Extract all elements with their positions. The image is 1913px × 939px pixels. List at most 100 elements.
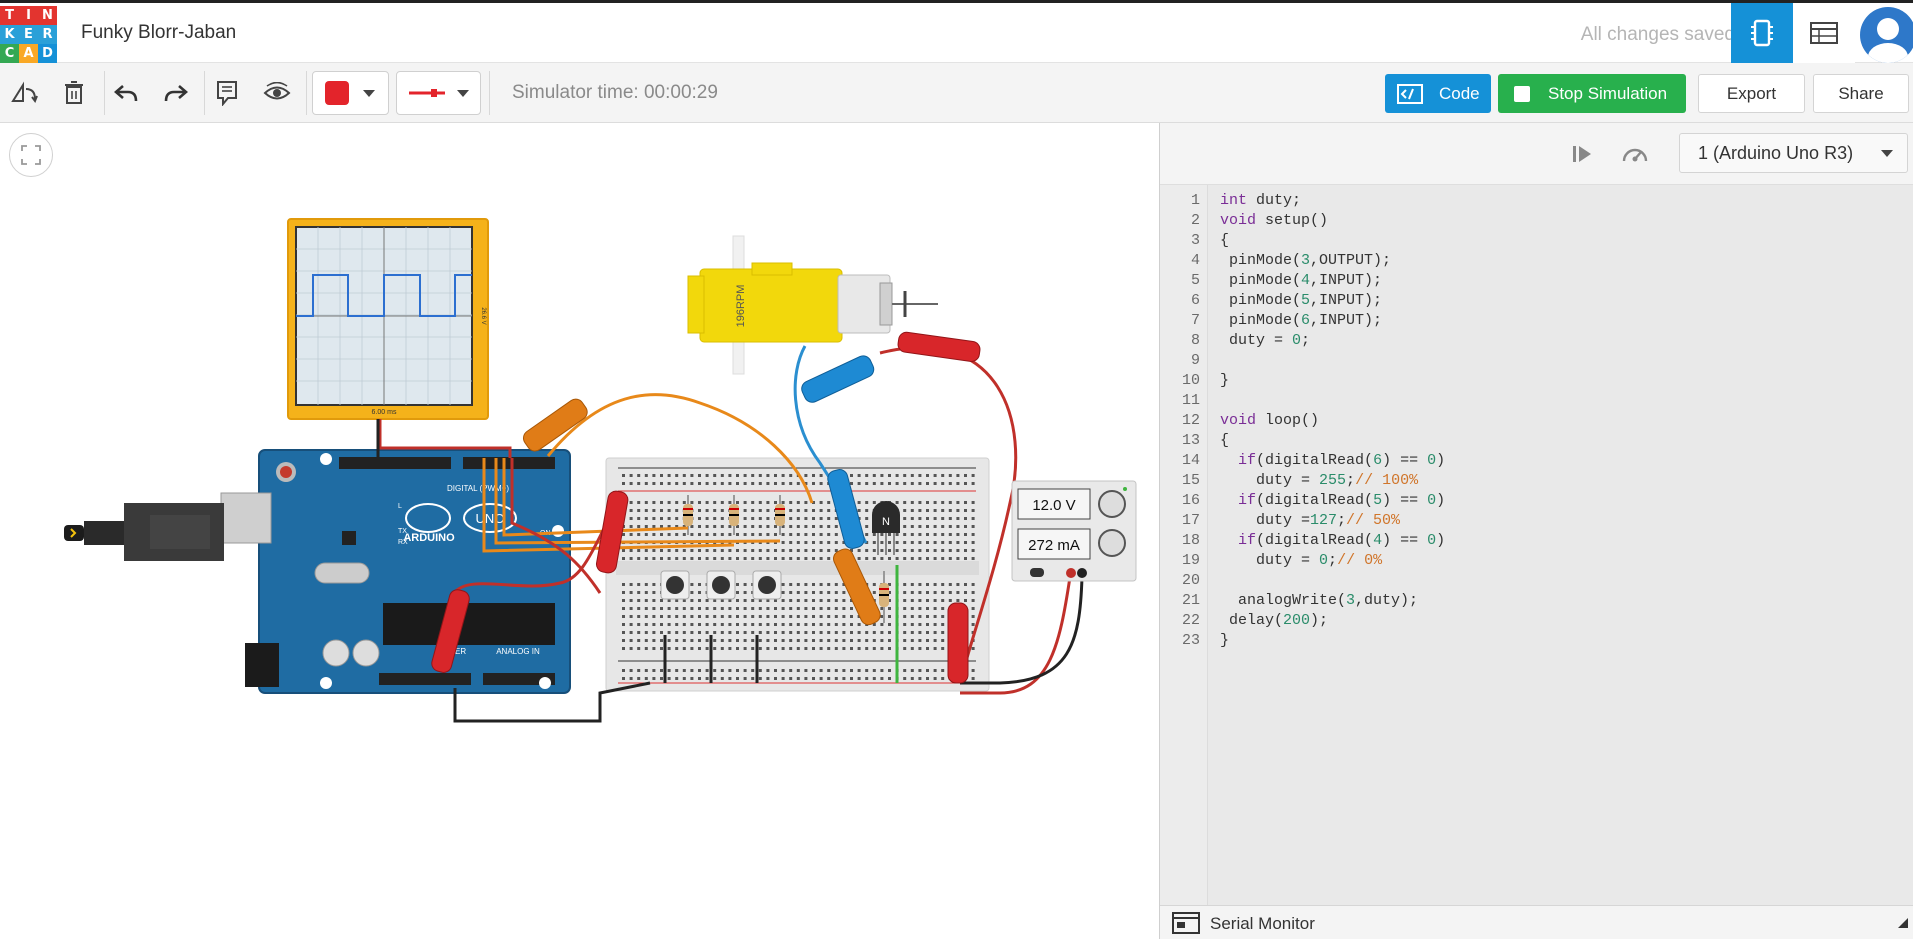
eye-icon [263,82,291,100]
code-line[interactable]: { [1220,432,1230,449]
code-line[interactable]: void loop() [1220,412,1320,429]
redo-button[interactable] [158,75,194,111]
line-number: 8 [1190,332,1200,349]
line-number: 1 [1190,192,1200,209]
code-line[interactable]: pinMode(4,INPUT); [1220,272,1383,289]
undo-button[interactable] [108,75,144,111]
line-number: 2 [1190,212,1200,229]
resize-grip-icon[interactable] [1896,916,1910,930]
npn-transistor[interactable] [872,501,900,555]
code-editor[interactable]: int duty; void setup() { pinMode(3,OUTPUT)… [1208,185,1913,905]
line-number: 17 [1181,512,1200,529]
chevron-down-icon [457,89,469,97]
visibility-button[interactable] [259,75,295,111]
code-button[interactable]: Code [1385,74,1491,113]
alligator-clip[interactable] [595,490,629,574]
push-button[interactable] [660,570,690,600]
code-line[interactable]: duty = 0;// 0% [1220,552,1383,569]
arduino-uno[interactable] [220,449,571,694]
alligator-clip[interactable] [520,396,590,454]
component-list-button[interactable] [1793,3,1855,63]
code-line[interactable]: pinMode(6,INPUT); [1220,312,1383,329]
code-line[interactable]: duty = 0; [1220,332,1311,349]
logo-letter: E [19,25,38,44]
logo-letter: K [0,25,19,44]
notes-icon [217,81,237,106]
save-status: All changes saved [1580,24,1735,45]
code-line[interactable]: void setup() [1220,212,1329,229]
oscilloscope[interactable] [287,218,489,420]
push-button[interactable] [752,570,782,600]
line-number: 10 [1181,372,1200,389]
usb-cable[interactable] [64,503,224,561]
oscilloscope-time-label: 6.00 ms [372,409,397,416]
code-line[interactable]: { [1220,232,1230,249]
code-line[interactable]: pinMode(3,OUTPUT); [1220,252,1392,269]
power-supply-voltage: 12.0 V [1032,497,1075,514]
code-line[interactable]: duty =127;// 50% [1220,512,1401,529]
code-panel-header: 1 (Arduino Uno R3) [1160,123,1913,185]
stop-simulation-button[interactable]: Stop Simulation [1498,74,1686,113]
line-number: 15 [1181,472,1200,489]
project-title[interactable]: Funky Blorr-Jaban [81,22,237,43]
line-number: 12 [1181,412,1200,429]
reload-button[interactable] [1618,137,1652,171]
code-line[interactable]: pinMode(5,INPUT); [1220,292,1383,309]
power-supply[interactable] [1011,480,1137,582]
oscilloscope-voltage-label: 26.6 V [480,307,486,324]
alligator-clip[interactable] [430,588,471,674]
simulator-time: Simulator time: 00:00:29 [512,82,718,103]
arduino-tx-label: TX [398,528,407,535]
chevron-down-icon [363,89,375,97]
line-number: 20 [1181,572,1200,589]
table-icon [1810,22,1838,44]
code-line[interactable]: int duty; [1220,192,1302,209]
line-number: 6 [1190,292,1200,309]
alligator-clip[interactable] [831,546,883,627]
speedometer-icon [1622,148,1648,162]
push-button[interactable] [706,570,736,600]
circuit-board-icon [1751,19,1773,47]
notes-button[interactable] [209,75,245,111]
line-number: 14 [1181,452,1200,469]
resistor[interactable] [879,571,889,623]
code-line[interactable]: if(digitalRead(4) == 0) [1238,532,1446,549]
transistor-label: N [882,516,890,528]
dc-motor[interactable] [687,235,938,375]
code-line[interactable]: duty = 255;// 100% [1220,472,1419,489]
serial-monitor-bar[interactable]: Serial Monitor [1160,905,1913,939]
arduino-model: UNO [476,511,505,526]
circuit-canvas[interactable]: 6.00 ms 26.6 V 196RPM [0,123,1159,939]
code-line[interactable]: } [1220,372,1230,389]
code-line[interactable]: analogWrite(3,duty); [1220,592,1419,609]
code-line[interactable]: delay(200); [1220,612,1329,629]
circuit-view-button[interactable] [1731,3,1793,63]
rotate-button[interactable] [6,75,42,111]
export-button[interactable]: Export [1698,74,1805,113]
logo-letter: R [38,25,57,44]
board-select[interactable]: 1 (Arduino Uno R3) [1679,133,1908,173]
zoom-to-fit-button[interactable] [9,133,53,177]
fit-view-icon [21,145,41,165]
delete-button[interactable] [56,75,92,111]
step-debug-button[interactable] [1565,137,1599,171]
wire-color-picker[interactable] [312,71,389,115]
code-line[interactable]: if(digitalRead(6) == 0) [1238,452,1446,469]
alligator-clip[interactable] [826,468,866,550]
resistor[interactable] [775,495,785,535]
alligator-clip[interactable] [947,602,969,684]
user-avatar[interactable] [1860,7,1913,63]
line-number: 22 [1181,612,1200,629]
code-line[interactable]: if(digitalRead(5) == 0) [1238,492,1446,509]
share-button[interactable]: Share [1813,74,1909,113]
alligator-clip[interactable] [897,331,981,362]
resistor[interactable] [729,495,739,535]
alligator-clip[interactable] [799,353,876,405]
line-number: 21 [1181,592,1200,609]
code-line[interactable]: } [1220,632,1230,649]
arduino-digital-label: DIGITAL (PWM~) [447,484,509,493]
wire-type-picker[interactable] [396,71,481,115]
